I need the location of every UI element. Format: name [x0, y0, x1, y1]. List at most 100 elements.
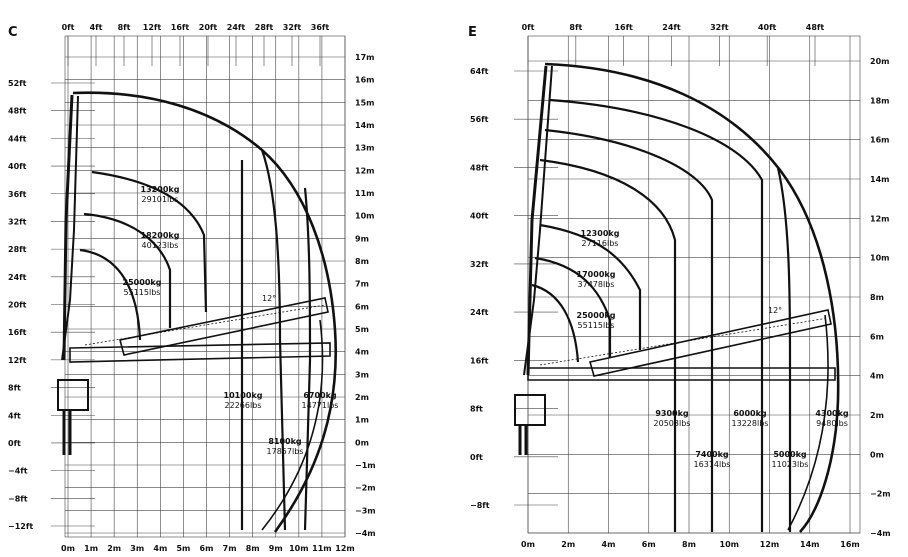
- left-ft-tick: 48ft: [470, 163, 489, 172]
- right-m-tick: 2m: [355, 393, 369, 402]
- left-ft-tick: 44ft: [8, 134, 27, 143]
- load-lbs: 9480lbs: [816, 419, 848, 428]
- left-ft-tick: 8ft: [470, 405, 483, 414]
- boom-horizontal: [527, 367, 836, 381]
- left-ft-tick: 24ft: [8, 273, 27, 282]
- top-ft-tick: 20ft: [199, 23, 218, 32]
- load-curve: [539, 158, 677, 532]
- crane-drawing: [57, 94, 331, 455]
- right-m-tick: 14m: [870, 175, 889, 184]
- right-m-tick: 6m: [870, 332, 884, 341]
- right-m-tick: 13m: [355, 144, 374, 153]
- top-ft-tick: 0ft: [62, 23, 75, 32]
- crane-arm: [61, 95, 79, 361]
- left-ft-tick: 0ft: [8, 439, 21, 448]
- right-m-tick: 6m: [355, 302, 369, 311]
- bottom-m-tick: 3m: [130, 544, 144, 553]
- top-ft-tick: 8ft: [569, 23, 582, 32]
- left-ft-tick: 56ft: [470, 115, 489, 124]
- bottom-m-tick: 9m: [269, 544, 283, 553]
- load-kg: 13200kg: [141, 185, 180, 194]
- max-reach-envelope: [544, 62, 840, 533]
- left-ft-tick: −8ft: [8, 494, 28, 503]
- right-m-tick: −3m: [355, 506, 376, 515]
- right-m-tick: 15m: [355, 98, 374, 107]
- top-ft-tick: 36ft: [311, 23, 330, 32]
- load-kg: 18200kg: [141, 231, 180, 240]
- right-m-tick: 1m: [355, 416, 369, 425]
- top-ft-tick: 12ft: [143, 23, 162, 32]
- left-ft-tick: 36ft: [8, 190, 27, 199]
- right-m-tick: 4m: [870, 372, 884, 381]
- right-m-tick: 5m: [355, 325, 369, 334]
- right-m-tick: 17m: [355, 53, 374, 62]
- top-ft-tick: 16ft: [614, 23, 633, 32]
- load-kg: 25000kg: [577, 311, 616, 320]
- max-reach-envelope: [72, 91, 337, 533]
- top-ft-tick: 0ft: [522, 23, 535, 32]
- left-ft-tick: 8ft: [8, 384, 21, 393]
- right-m-tick: 18m: [870, 96, 889, 105]
- right-m-tick: −1m: [355, 461, 376, 470]
- right-m-tick: 8m: [870, 293, 884, 302]
- right-m-tick: 0m: [355, 438, 369, 447]
- right-m-tick: 2m: [870, 411, 884, 420]
- right-m-tick: 12m: [355, 166, 374, 175]
- bottom-m-tick: 12m: [335, 544, 354, 553]
- left-ft-tick: −4ft: [8, 467, 28, 476]
- panel-id: E: [468, 25, 477, 40]
- crane-post: [62, 410, 72, 455]
- load-lbs: 20503lbs: [654, 419, 691, 428]
- top-ft-tick: 32ft: [710, 23, 729, 32]
- left-ft-tick: 40ft: [8, 162, 27, 171]
- top-ft-tick: 28ft: [255, 23, 274, 32]
- boom-angle-label: 12°: [262, 294, 276, 303]
- left-ft-tick: 40ft: [470, 212, 489, 221]
- left-ft-tick: 32ft: [8, 217, 27, 226]
- load-curve: [549, 98, 764, 532]
- load-lbs: 14771lbs: [302, 401, 339, 410]
- panel-id: C: [8, 25, 18, 40]
- bottom-m-tick: 5m: [176, 544, 190, 553]
- load-kg: 5000kg: [773, 450, 807, 459]
- top-ft-tick: 48ft: [806, 23, 825, 32]
- top-ft-tick: 4ft: [90, 23, 103, 32]
- bottom-m-tick: 2m: [107, 544, 121, 553]
- bottom-m-tick: 8m: [682, 540, 696, 549]
- right-m-tick: 14m: [355, 121, 374, 130]
- load-curve: [83, 212, 172, 328]
- load-lbs: 11023lbs: [772, 460, 809, 469]
- load-lbs: 55115lbs: [124, 288, 161, 297]
- crane-column: [62, 94, 74, 361]
- left-ft-tick: 20ft: [8, 301, 27, 310]
- right-m-tick: −4m: [870, 529, 891, 538]
- bottom-m-tick: 10m: [289, 544, 308, 553]
- load-curve: [260, 149, 287, 531]
- left-ft-tick: 28ft: [8, 245, 27, 254]
- load-lbs: 22266lbs: [225, 401, 262, 410]
- left-ft-tick: 64ft: [470, 67, 489, 76]
- load-kg: 9300kg: [655, 409, 689, 418]
- load-curve: [79, 248, 142, 341]
- crane-base: [57, 379, 89, 411]
- bottom-m-tick: 0m: [521, 540, 535, 549]
- bottom-m-tick: 11m: [312, 544, 331, 553]
- top-ft-tick: 32ft: [283, 23, 302, 32]
- bottom-m-tick: 0m: [61, 544, 75, 553]
- right-m-tick: 16m: [870, 136, 889, 145]
- right-m-tick: −2m: [870, 490, 891, 499]
- top-ft-tick: 40ft: [758, 23, 777, 32]
- load-kg: 7400kg: [695, 450, 729, 459]
- right-m-tick: 16m: [355, 76, 374, 85]
- crane-drawing: [514, 65, 836, 455]
- top-ft-tick: 24ft: [662, 23, 681, 32]
- bottom-m-tick: 2m: [561, 540, 575, 549]
- bottom-m-tick: 12m: [760, 540, 779, 549]
- load-curve: [534, 256, 612, 358]
- bottom-m-tick: 14m: [800, 540, 819, 549]
- top-ft-tick: 8ft: [118, 23, 131, 32]
- load-kg: 4300kg: [815, 409, 849, 418]
- right-m-tick: 7m: [355, 280, 369, 289]
